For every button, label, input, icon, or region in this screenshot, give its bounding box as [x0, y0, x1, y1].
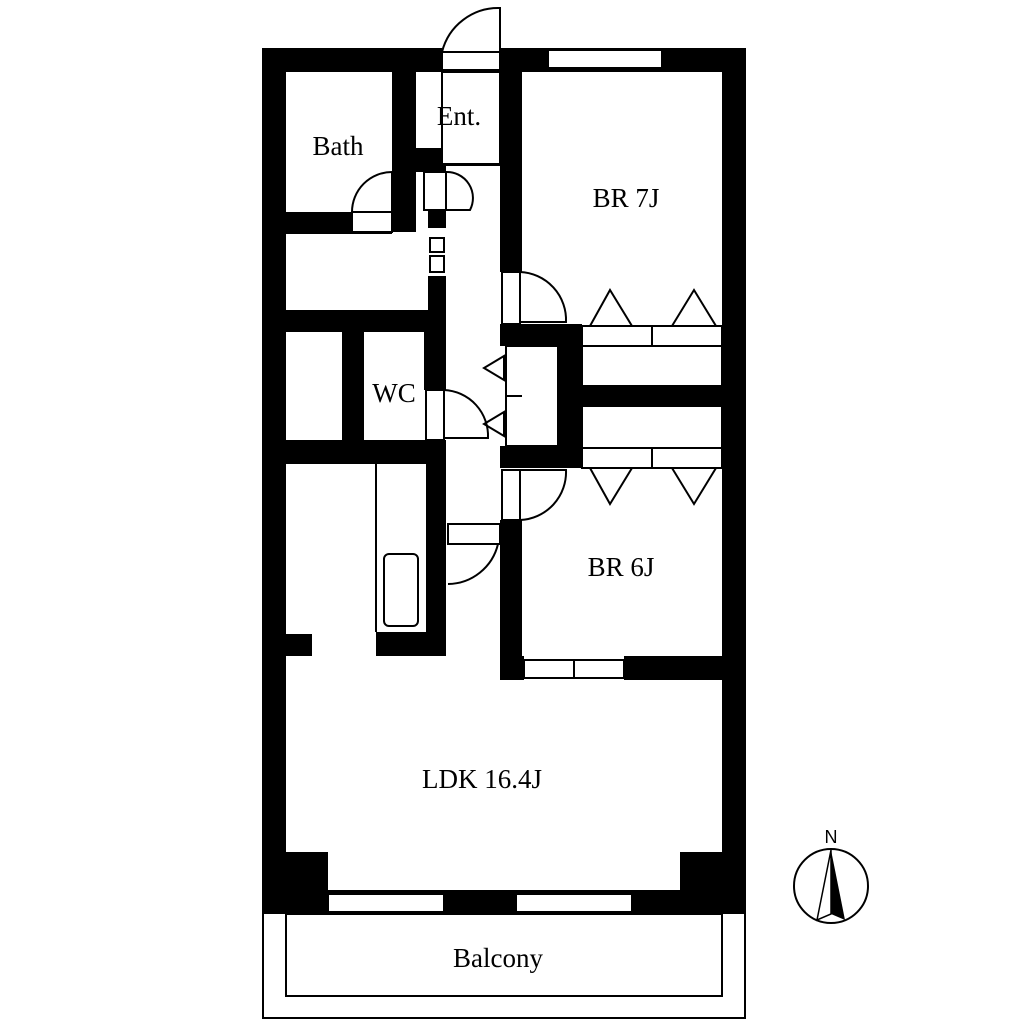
- north-arrow-icon: N: [793, 827, 869, 924]
- room-labels: Bath Ent. BR 7J WC BR 6J LDK 16.4J Balco…: [313, 101, 660, 973]
- bedroom-7j-label: BR 7J: [593, 183, 660, 213]
- br7-door: [501, 271, 568, 325]
- ldk-label: LDK 16.4J: [422, 764, 542, 794]
- entrance-door: [441, 6, 501, 165]
- balcony-label: Balcony: [453, 943, 543, 973]
- storage-door: [429, 237, 445, 273]
- entrance-label: Ent.: [437, 101, 481, 131]
- compass-north-label: N: [825, 827, 838, 847]
- br6-door: [501, 469, 568, 521]
- hall-closet: [482, 345, 559, 447]
- closet-br6: [581, 405, 723, 506]
- ldk-door: [447, 523, 501, 585]
- utility-door: [423, 170, 474, 211]
- wc-label: WC: [372, 378, 416, 408]
- windows: [327, 49, 663, 913]
- closet-br7: [581, 288, 723, 387]
- bedroom-6j-label: BR 6J: [588, 552, 655, 582]
- wc-door: [425, 389, 490, 441]
- bath-label: Bath: [313, 131, 364, 161]
- kitchen-counter: [375, 464, 419, 632]
- bath-door: [351, 171, 393, 233]
